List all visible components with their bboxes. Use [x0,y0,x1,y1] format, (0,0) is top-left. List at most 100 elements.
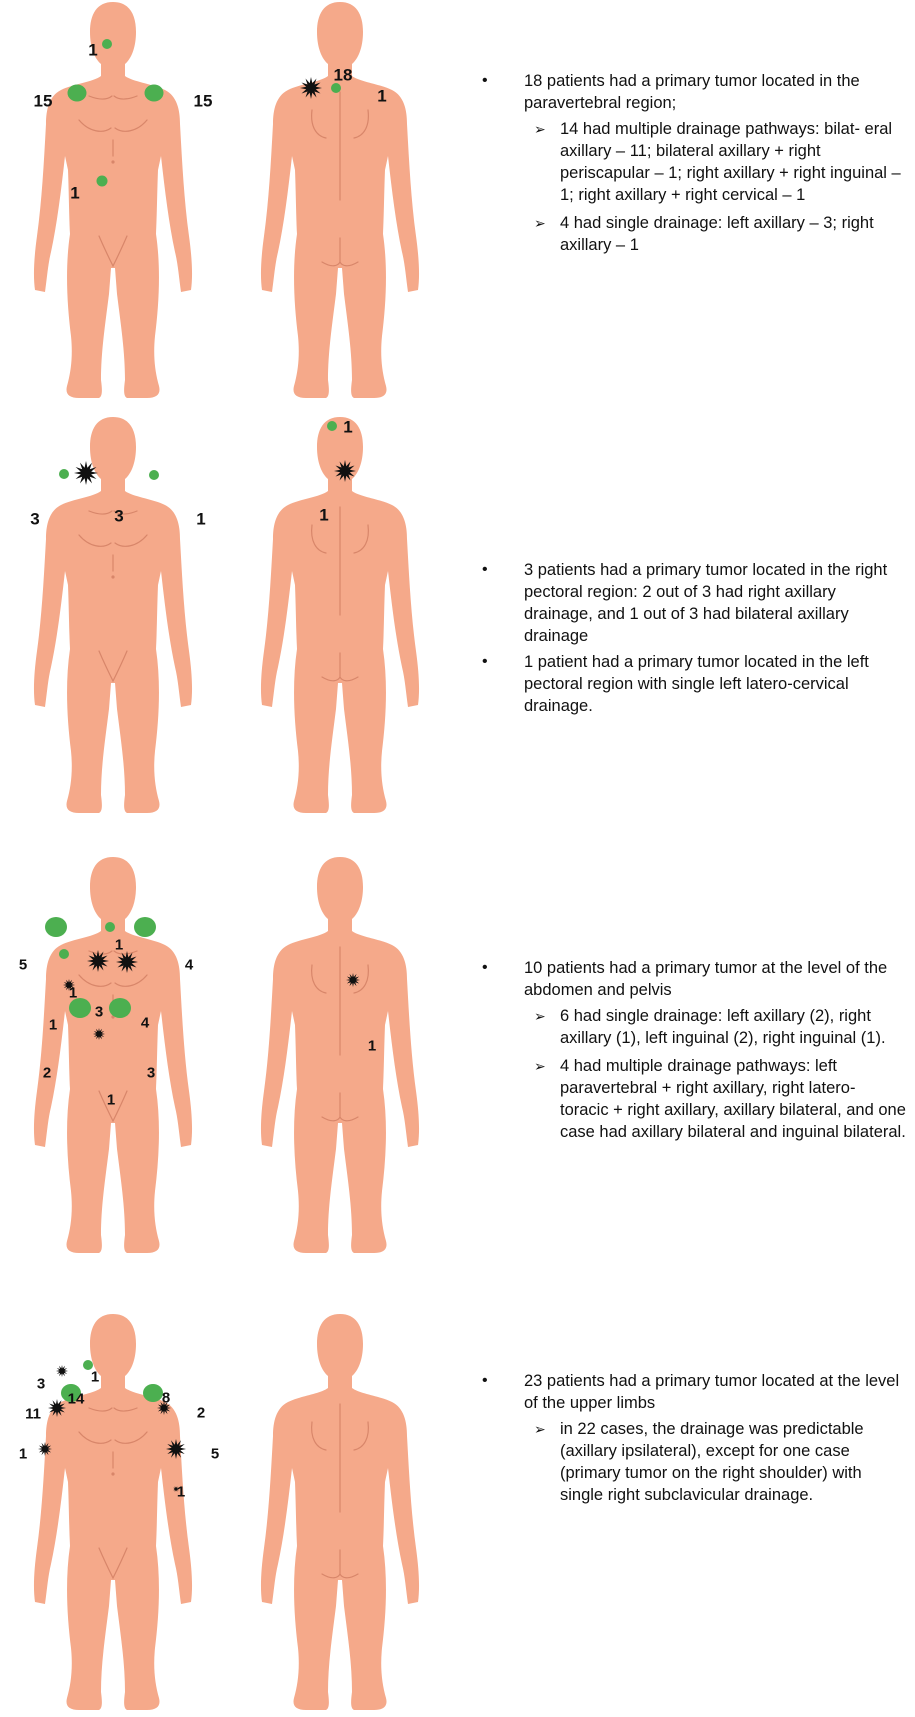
body-front-silhouette [13,415,213,815]
body-back-figure: 1 [240,855,440,1255]
body-front-figure: 3 3 1 [13,415,213,815]
lymph-node-icon [45,917,67,937]
node-count-label: 1 [343,419,352,436]
lymph-node-icon [149,470,159,480]
navel-dot [111,160,114,163]
bullet-item: • 10 patients had a primary tumor at the… [482,957,907,1001]
bullet-icon: • [482,70,488,92]
bullet-item: • 1 patient had a primary tumor located … [482,651,907,717]
arrow-bullet-icon: ➢ [534,1055,546,1077]
arrow-bullet-icon: ➢ [534,118,546,140]
tumor-count-label: 2 [197,1406,205,1421]
lymph-node-icon [59,949,69,959]
lymph-node-icon [102,39,112,49]
body-back-silhouette [240,415,440,815]
panel-paravertebral: 1 15 15 1 18 1 • 18 patients had a prima… [0,0,915,400]
body-front-silhouette [13,1312,213,1712]
lymph-node-icon [59,469,69,479]
bullet-text: 10 patients had a primary tumor at the l… [524,959,887,999]
node-count-label: 1 [91,1370,99,1385]
node-count-label: 8 [162,1391,170,1406]
node-count-label: 1 [69,986,77,1001]
tumor-count-label: 3 [114,508,123,525]
node-count-label: 1 [70,185,79,202]
bullet-icon: • [482,651,488,673]
body-back-figure: 18 1 [240,0,440,400]
body-front-silhouette [13,0,213,400]
node-count-label: 1 [88,42,97,59]
arrow-bullet-icon: ➢ [534,1418,546,1440]
node-count-label: 2 [43,1066,51,1081]
body-back-figure [240,1312,440,1712]
tumor-count-label: 1 [319,507,328,524]
body-front-figure: 1 15 15 1 [13,0,213,400]
body-silhouette [34,857,192,1253]
bullet-item: • 23 patients had a primary tumor locate… [482,1370,907,1414]
tumor-starburst-icon [56,1365,68,1377]
node-count-label: 3 [30,511,39,528]
node-count-label: 1 [377,88,386,105]
tumor-count-label: 1 [19,1447,27,1462]
tumor-count-label: 3 [37,1377,45,1392]
lymph-node-icon [97,176,108,187]
node-count-label: 5 [19,958,27,973]
bullet-text: 18 patients had a primary tumor located … [524,72,860,112]
panel-upper-limbs: 3 1 14 8 11 2 1 5 1 • 23 patients had a … [0,1312,915,1712]
body-back-silhouette [240,1312,440,1712]
tumor-count-label: 4 [141,1016,149,1031]
sub-bullet-text: in 22 cases, the drainage was predictabl… [560,1420,864,1504]
node-count-label: 1 [196,511,205,528]
body-front-figure: 3 1 14 8 11 2 1 5 1 [13,1312,213,1712]
lymph-node-icon [331,83,341,93]
bullet-text: 1 patient had a primary tumor located in… [524,653,869,715]
sub-bullet-item: ➢ 6 had single drainage: left axillary (… [482,1005,907,1049]
tumor-count-label: 5 [211,1447,219,1462]
body-silhouette [34,2,192,398]
bullet-icon: • [482,1370,488,1392]
bullet-text: 3 patients had a primary tumor located i… [524,561,887,645]
tumor-count-label: 1 [177,1485,185,1500]
sub-bullet-text: 6 had single drainage: left axillary (2)… [560,1007,886,1047]
lymph-node-icon [143,1384,163,1402]
body-back-silhouette [240,0,440,400]
arrow-bullet-icon: ➢ [534,1005,546,1027]
panel-abdomen-pelvis: 1 5 4 1 3 1 4 2 3 1 1 • 10 patients had … [0,855,915,1255]
panel-description: • 18 patients had a primary tumor locate… [482,70,907,262]
node-count-label: 4 [185,958,193,973]
lymph-node-icon [134,917,156,937]
body-back-figure: 1 1 [240,415,440,815]
sub-bullet-item: ➢ 14 had multiple drainage pathways: bil… [482,118,907,206]
lymph-node-icon [68,85,87,102]
bullet-item: • 3 patients had a primary tumor located… [482,559,907,647]
body-front-figure: 1 5 4 1 3 1 4 2 3 1 [13,855,213,1255]
sub-bullet-text: 4 had multiple drainage pathways: left p… [560,1057,906,1141]
node-count-label: 14 [68,1392,85,1407]
sub-bullet-text: 14 had multiple drainage pathways: bilat… [560,120,901,204]
tumor-count-label: 1 [107,1093,115,1108]
tumor-count-label: 3 [95,1005,103,1020]
panel-description: • 10 patients had a primary tumor at the… [482,957,907,1149]
sub-bullet-item: ➢ 4 had single drainage: left axillary –… [482,212,907,256]
tumor-count-label: 18 [334,67,353,84]
panel-description: • 3 patients had a primary tumor located… [482,559,907,721]
bullet-text: 23 patients had a primary tumor located … [524,1372,899,1412]
arrow-bullet-icon: ➢ [534,212,546,234]
bullet-item: • 18 patients had a primary tumor locate… [482,70,907,114]
navel-dot [111,1472,114,1475]
sub-bullet-item: ➢ in 22 cases, the drainage was predicta… [482,1418,907,1506]
bullet-icon: • [482,957,488,979]
node-count-label: 15 [194,93,213,110]
panel-pectoral: 3 3 1 1 1 • 3 patients had a primary tum… [0,415,915,815]
lymph-node-icon [327,421,337,431]
lymph-node-icon [109,998,131,1018]
bullet-icon: • [482,559,488,581]
body-front-silhouette [13,855,213,1255]
panel-description: • 23 patients had a primary tumor locate… [482,1370,907,1512]
body-silhouette [34,417,192,813]
lymph-node-icon [105,922,115,932]
node-count-label: 1 [115,938,123,953]
sub-bullet-item: ➢ 4 had multiple drainage pathways: left… [482,1055,907,1143]
tumor-count-label: 1 [368,1039,376,1054]
navel-dot [111,575,114,578]
body-back-silhouette [240,855,440,1255]
